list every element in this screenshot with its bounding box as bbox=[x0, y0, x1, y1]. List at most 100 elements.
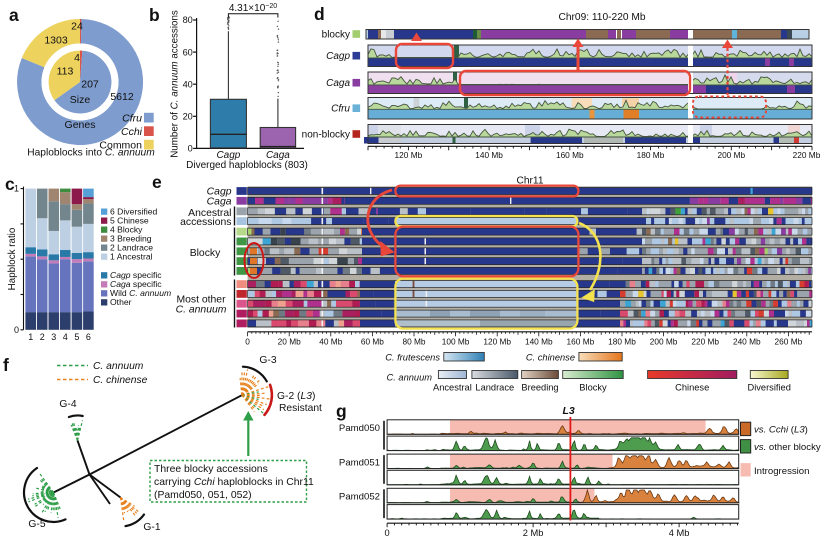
svg-text:Diversified: Diversified bbox=[747, 383, 790, 393]
svg-text:60 Mb: 60 Mb bbox=[361, 336, 384, 346]
svg-text:2: 2 bbox=[40, 332, 45, 342]
svg-text:Ancestral: Ancestral bbox=[188, 208, 231, 219]
svg-text:200 Mb: 200 Mb bbox=[650, 336, 678, 346]
svg-text:4 Mb: 4 Mb bbox=[669, 528, 690, 537]
svg-text:Caga: Caga bbox=[266, 150, 290, 161]
svg-text:120 Mb: 120 Mb bbox=[483, 336, 511, 346]
svg-text:5 Chinese: 5 Chinese bbox=[110, 215, 149, 225]
svg-text:220 Mb: 220 Mb bbox=[691, 336, 719, 346]
svg-text:60: 60 bbox=[183, 47, 193, 57]
svg-text:140 Mb: 140 Mb bbox=[475, 150, 503, 160]
svg-text:Number of C. annuum accessions: Number of C. annuum accessions bbox=[170, 10, 181, 158]
svg-text:Genes: Genes bbox=[65, 119, 96, 131]
svg-text:G-5: G-5 bbox=[28, 519, 45, 530]
svg-text:200 Mb: 200 Mb bbox=[717, 150, 745, 160]
svg-text:1: 1 bbox=[28, 332, 33, 342]
svg-text:Blocky: Blocky bbox=[190, 248, 221, 259]
svg-text:e: e bbox=[152, 172, 162, 192]
svg-text:4: 4 bbox=[63, 332, 68, 342]
svg-text:Pamd052: Pamd052 bbox=[339, 492, 380, 503]
svg-text:Caga: Caga bbox=[326, 78, 350, 89]
svg-text:Breeding: Breeding bbox=[521, 383, 558, 393]
svg-text:L3: L3 bbox=[562, 405, 574, 417]
svg-text:carrying Cchi haploblocks in C: carrying Cchi haploblocks in Chr11 bbox=[154, 477, 314, 488]
svg-text:Other: Other bbox=[110, 297, 132, 307]
svg-text:1: 1 bbox=[14, 184, 19, 194]
svg-text:d: d bbox=[314, 4, 325, 24]
svg-text:C. annuum: C. annuum bbox=[93, 361, 144, 372]
svg-text:5: 5 bbox=[74, 332, 79, 342]
svg-text:vs. other blocky: vs. other blocky bbox=[754, 442, 821, 453]
svg-text:220 Mb: 220 Mb bbox=[793, 150, 821, 160]
svg-text:Cagp: Cagp bbox=[207, 187, 232, 198]
svg-text:C. annuum: C. annuum bbox=[176, 304, 227, 315]
svg-text:160 Mb: 160 Mb bbox=[556, 150, 584, 160]
svg-text:80 Mb: 80 Mb bbox=[402, 336, 425, 346]
svg-text:Cfru: Cfru bbox=[331, 104, 350, 115]
svg-text:6 Diversified: 6 Diversified bbox=[110, 206, 158, 216]
svg-text:Caga specific: Caga specific bbox=[110, 279, 162, 289]
svg-text:G-1: G-1 bbox=[143, 522, 160, 533]
svg-text:3 Breeding: 3 Breeding bbox=[110, 233, 152, 243]
svg-text:Cfru: Cfru bbox=[122, 113, 142, 125]
svg-text:20: 20 bbox=[183, 112, 193, 122]
svg-text:113: 113 bbox=[57, 66, 74, 78]
svg-text:Blocky: Blocky bbox=[579, 383, 607, 393]
svg-text:20 Mb: 20 Mb bbox=[278, 336, 301, 346]
svg-text:120 Mb: 120 Mb bbox=[395, 150, 423, 160]
svg-text:1 Ancestral: 1 Ancestral bbox=[110, 251, 153, 261]
svg-text:240 Mb: 240 Mb bbox=[733, 336, 761, 346]
svg-text:Size: Size bbox=[70, 94, 91, 106]
svg-text:Three blocky accessions: Three blocky accessions bbox=[154, 464, 268, 475]
svg-text:b: b bbox=[149, 5, 160, 25]
svg-text:6: 6 bbox=[86, 332, 91, 342]
svg-text:180 Mb: 180 Mb bbox=[608, 336, 636, 346]
svg-text:160 Mb: 160 Mb bbox=[567, 336, 595, 346]
svg-text:g: g bbox=[336, 401, 347, 421]
svg-text:4.31×10−20: 4.31×10−20 bbox=[229, 3, 277, 14]
svg-text:f: f bbox=[3, 355, 9, 375]
svg-text:c: c bbox=[5, 174, 15, 194]
svg-text:140 Mb: 140 Mb bbox=[525, 336, 553, 346]
svg-text:a: a bbox=[9, 5, 19, 25]
svg-text:Chinese: Chinese bbox=[675, 383, 709, 393]
svg-text:Diverged haploblocks (803): Diverged haploblocks (803) bbox=[186, 160, 308, 171]
svg-text:Pamd051: Pamd051 bbox=[339, 457, 380, 468]
svg-text:207: 207 bbox=[81, 79, 99, 91]
svg-text:0: 0 bbox=[245, 336, 250, 346]
svg-text:Wild C. annuum: Wild C. annuum bbox=[110, 288, 171, 298]
svg-text:0: 0 bbox=[385, 528, 390, 537]
svg-text:Cagp specific: Cagp specific bbox=[110, 270, 162, 280]
svg-text:1303: 1303 bbox=[44, 35, 68, 47]
svg-text:Most other: Most other bbox=[176, 295, 226, 306]
svg-text:Chr09: 110-220 Mb: Chr09: 110-220 Mb bbox=[558, 12, 645, 23]
svg-text:Ancestral: Ancestral bbox=[433, 383, 472, 393]
svg-text:blocky: blocky bbox=[322, 29, 350, 40]
svg-text:C. frutescens: C. frutescens bbox=[385, 353, 440, 363]
svg-text:180 Mb: 180 Mb bbox=[637, 150, 665, 160]
svg-text:Introgression: Introgression bbox=[754, 466, 809, 477]
svg-text:G-3: G-3 bbox=[259, 355, 276, 366]
svg-text:Cagp: Cagp bbox=[216, 150, 240, 161]
svg-text:4 Blocky: 4 Blocky bbox=[110, 224, 143, 234]
svg-text:4: 4 bbox=[74, 52, 80, 64]
svg-text:Pamd050: Pamd050 bbox=[339, 423, 380, 434]
svg-text:0: 0 bbox=[188, 144, 193, 154]
svg-text:Haploblocks into C. annuum: Haploblocks into C. annuum bbox=[27, 148, 155, 159]
svg-text:(Pamd050, 051, 052): (Pamd050, 051, 052) bbox=[154, 490, 252, 501]
svg-text:Common: Common bbox=[99, 140, 142, 152]
svg-text:Resistant: Resistant bbox=[279, 403, 322, 414]
svg-text:2 Mb: 2 Mb bbox=[523, 528, 544, 537]
svg-text:accessions: accessions bbox=[180, 217, 231, 228]
svg-text:Cagp: Cagp bbox=[326, 51, 350, 62]
svg-text:Landrace: Landrace bbox=[475, 383, 514, 393]
svg-text:40: 40 bbox=[183, 79, 193, 89]
svg-text:3: 3 bbox=[51, 332, 56, 342]
svg-text:C. chinense: C. chinense bbox=[526, 353, 575, 363]
svg-text:Hapblock ratio: Hapblock ratio bbox=[7, 227, 18, 290]
svg-text:G-2 (L3): G-2 (L3) bbox=[277, 391, 315, 402]
svg-text:0: 0 bbox=[14, 325, 19, 335]
svg-text:C. annuum: C. annuum bbox=[387, 373, 433, 383]
svg-text:24: 24 bbox=[71, 21, 83, 33]
svg-text:260 Mb: 260 Mb bbox=[775, 336, 803, 346]
